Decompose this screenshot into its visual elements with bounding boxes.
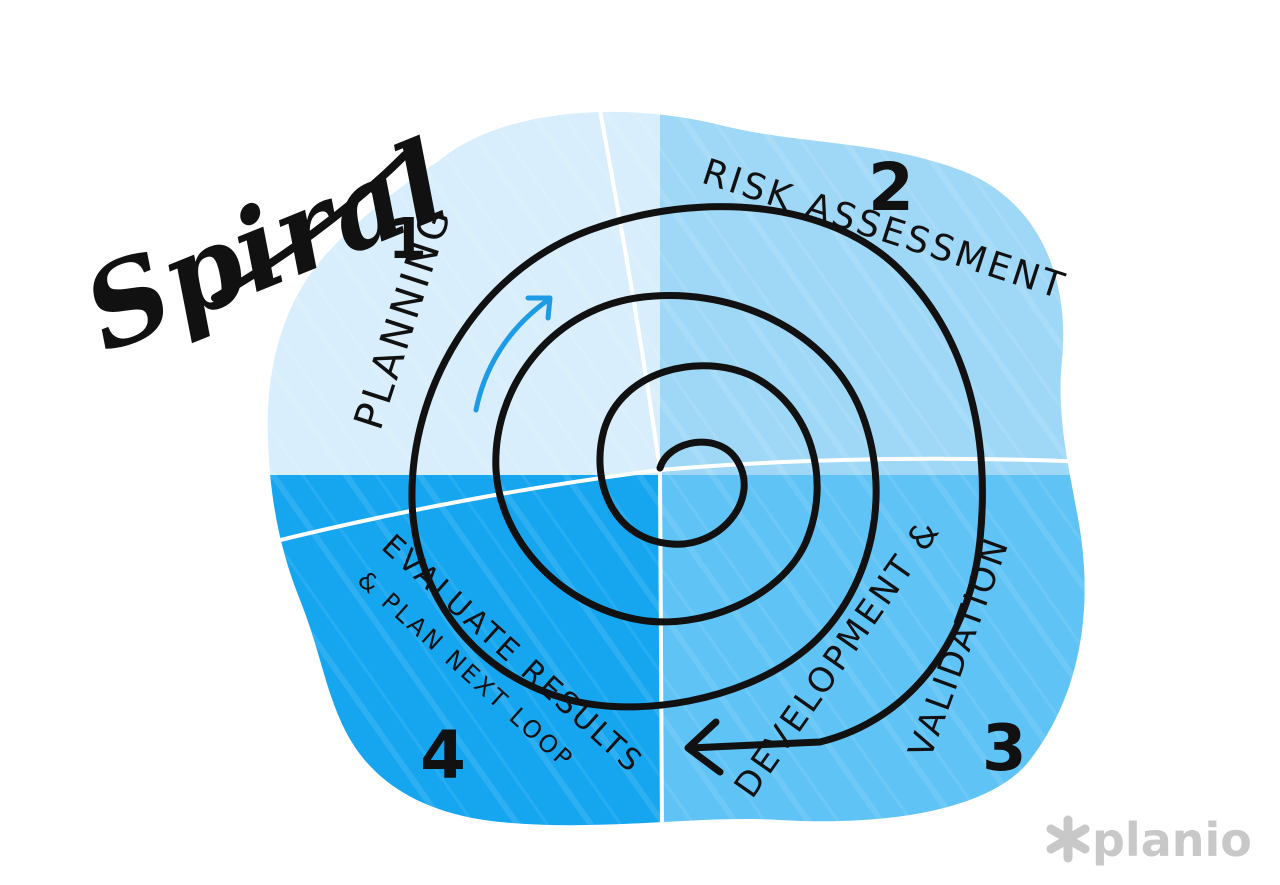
direction-arrow-icon bbox=[473, 295, 553, 413]
quadrant-4-number: 4 bbox=[420, 717, 466, 794]
vertical-divider bbox=[598, 111, 664, 826]
logo-text: planio bbox=[1092, 813, 1252, 867]
quadrant-3-number: 3 bbox=[982, 712, 1027, 786]
title-underline bbox=[211, 151, 409, 302]
quadrant-2-number: 2 bbox=[868, 149, 914, 226]
planio-logo: planio bbox=[1046, 813, 1252, 867]
spiral-arrowhead bbox=[684, 718, 724, 776]
quadrant-1-number: 1 bbox=[388, 207, 427, 272]
spiral-line bbox=[408, 203, 986, 752]
asterisk-icon bbox=[1046, 815, 1090, 863]
